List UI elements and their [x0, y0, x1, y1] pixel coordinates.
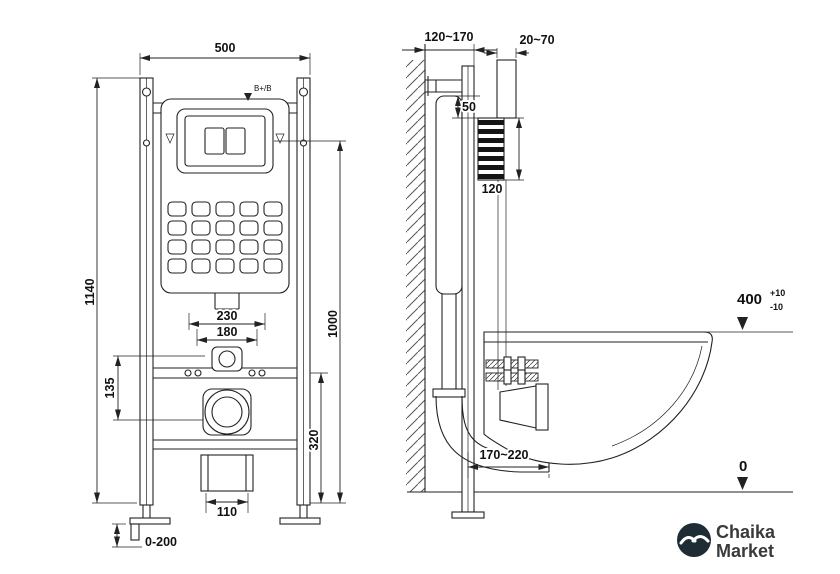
dim-plate-width-label: 230	[217, 309, 238, 323]
plate-shaft	[496, 59, 517, 119]
corrugated-sleeve	[477, 117, 505, 181]
seagull-icon	[679, 535, 710, 545]
foot-extension	[130, 523, 140, 541]
cistern-pad-grid	[167, 201, 283, 274]
drain-socket	[432, 388, 466, 398]
mold-mark-icon	[275, 133, 285, 144]
foot-plate-left	[129, 517, 171, 525]
rim-height-label: 400	[737, 291, 762, 308]
rim-tolerance-minus-label: -10	[770, 302, 783, 312]
mounting-rods	[485, 356, 539, 385]
mold-mark-icon	[165, 133, 175, 144]
dimensions-side: 120~170 20~70 50 120 170~220 400 +10 -10…	[402, 28, 793, 490]
front-view	[129, 77, 321, 541]
inlet-port-icon	[218, 350, 236, 368]
dimensions-front: 500 1140 230 180 135 320 1000 110 0-200	[81, 39, 346, 551]
brand-name-line1: Chaika	[716, 522, 776, 542]
dim-side-offset-label: 135	[103, 378, 117, 399]
dim-lower-height-label: 320	[307, 430, 321, 451]
brand-name-line2: Market	[716, 541, 774, 561]
dim-foot-range-label: 0-200	[145, 535, 177, 549]
dim-sleeve-length-label: 120	[482, 182, 503, 196]
top-mark-arrow-icon	[244, 93, 252, 101]
dim-frame-depth-label: 120~170	[424, 30, 473, 44]
mount-hole-icon	[298, 87, 309, 97]
dim-plate-height-label: 1000	[326, 310, 340, 338]
rim-level-marker-icon	[737, 317, 748, 330]
dim-bolt-spacing-label: 180	[217, 325, 238, 339]
drain-elbow	[435, 395, 549, 473]
dim-frame-height-label: 1140	[83, 278, 97, 305]
mount-hole-icon	[142, 139, 151, 147]
brand-logo: Chaika Market	[677, 522, 776, 561]
dim-outlet-distance-label: 170~220	[479, 448, 528, 462]
mount-hole-icon	[141, 87, 152, 97]
mount-hole-icon	[299, 139, 308, 147]
outlet-pipe	[200, 454, 254, 492]
top-mark-label: B+/B	[254, 84, 272, 93]
rim-tolerance-plus-label: +10	[770, 288, 785, 298]
flush-button-left	[204, 127, 225, 155]
side-view	[406, 44, 793, 519]
dim-outlet-width-label: 110	[217, 505, 237, 519]
flush-button-right	[225, 127, 246, 155]
wall-hatching	[406, 60, 425, 492]
toilet-bowl	[483, 331, 713, 465]
dim-finish-thickness-label: 20~70	[519, 33, 554, 47]
foot-plate-side	[451, 511, 485, 519]
foot-plate-right	[279, 517, 321, 525]
flush-funnel	[499, 385, 537, 429]
floor-level-marker-icon	[737, 477, 748, 490]
dim-gap-top-label: 50	[462, 100, 476, 114]
dim-frame-width-label: 500	[215, 41, 236, 55]
cistern-side	[435, 95, 463, 295]
floor-level-label: 0	[739, 458, 747, 475]
